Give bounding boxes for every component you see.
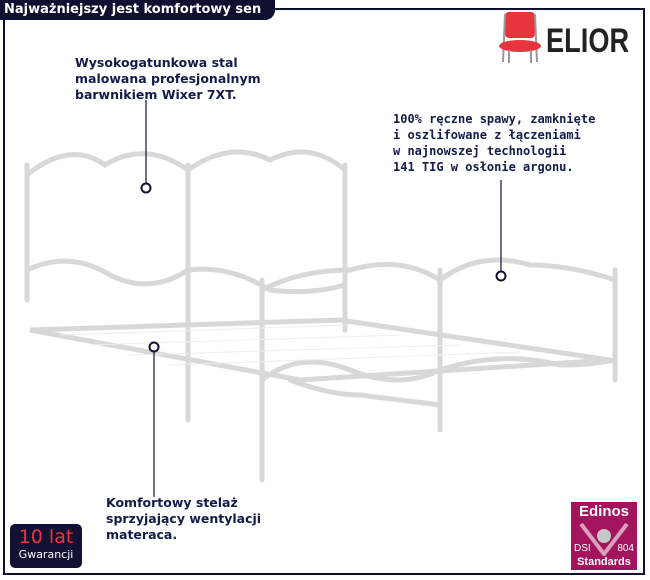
v-check-icon	[579, 522, 629, 556]
badge-right: 804	[617, 543, 634, 554]
callout-line: 141 TIG w osłonie argonu.	[393, 160, 574, 174]
callout-line: Komfortowy stelaż	[106, 495, 238, 510]
warranty-badge: 10 lat Gwarancji	[10, 524, 82, 568]
badge-name: Edinos	[578, 503, 629, 520]
edinos-standards-badge: Edinos DSI 804 Standards	[571, 502, 637, 570]
badge-bottom: Standards	[577, 556, 631, 568]
callout-line: 100% ręczne spawy, zamknięte	[393, 112, 596, 126]
steel-callout: Wysokogatunkowa stal malowana profesjona…	[75, 55, 261, 103]
badge-left: DSI	[574, 543, 591, 554]
callout-line: materaca.	[106, 527, 178, 542]
callout-line: i oszlifowane z łączeniami	[393, 128, 581, 142]
chair-logo-icon	[499, 12, 541, 63]
callout-line: w najnowszej technologii	[393, 144, 567, 158]
warranty-label: Gwarancji	[18, 548, 74, 561]
callout-line: Wysokogatunkowa stal	[75, 55, 238, 70]
callout-line: sprzyjający wentylacji	[106, 511, 262, 526]
page-title: Najważniejszy jest komfortowy sen	[0, 0, 276, 20]
callout-line: barwnikiem Wixer 7XT.	[75, 87, 237, 102]
warranty-years: 10 lat	[18, 526, 74, 548]
frame-callout: Komfortowy stelaż sprzyjający wentylacji…	[106, 495, 261, 543]
callout-line: malowana profesjonalnym	[75, 71, 261, 86]
welds-callout: 100% ręczne spawy, zamknięte i oszlifowa…	[393, 111, 595, 175]
frame-border	[3, 8, 645, 575]
brand-logo: ELIOR	[546, 22, 630, 60]
